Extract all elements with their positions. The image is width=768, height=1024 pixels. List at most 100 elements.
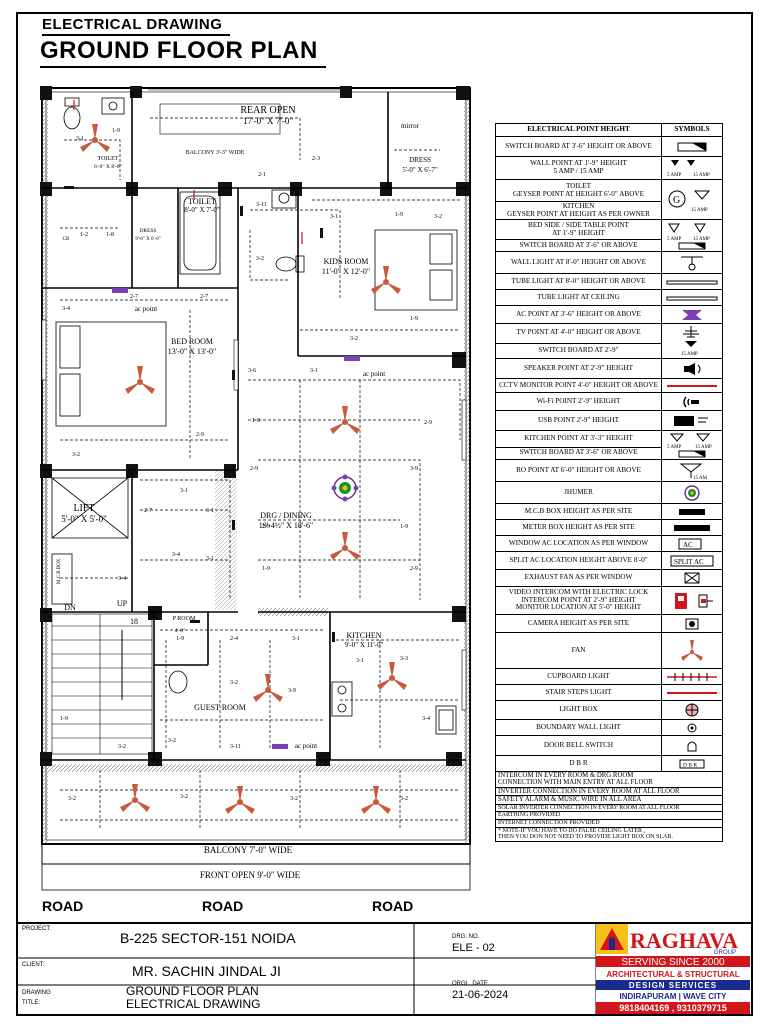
label-dn: DN: [64, 603, 76, 612]
room-balcony-rear: BALCONY 3'-3" WIDE: [186, 150, 245, 156]
project-label: PROJECT:: [22, 926, 52, 932]
legend-row: EXHAUST FAN AS PER WINDOW: [495, 569, 662, 587]
legend-row: WALL LIGHT AT 8'-0" HEIGHT OR ABOVE: [495, 251, 662, 274]
light-box-icon: [685, 703, 699, 717]
legend-row: BED SIDE / SIDE TABLE POINT AT 1'-9" HEI…: [495, 219, 662, 240]
svg-text:3-11: 3-11: [256, 202, 267, 208]
label-mcb-box: M.C.B BOX: [57, 558, 62, 584]
legend-row: TUBE LIGHT AT 8'-0" HEIGHT OR ABOVE: [495, 273, 662, 290]
svg-text:3-2: 3-2: [180, 794, 188, 800]
legend-row: USB POINT 2'-9" HEIGHT: [495, 410, 662, 431]
legend-row: SPEAKER POINT AT 2'-9" HEIGHT: [495, 358, 662, 379]
svg-text:5 AMP: 5 AMP: [667, 237, 682, 242]
label-up: UP: [117, 599, 128, 608]
orgl-date-label: ORGL. DATE: [452, 981, 488, 987]
svg-text:15 AMP: 15 AMP: [691, 208, 708, 213]
door-bell-icon: [687, 741, 697, 751]
room-kids-dim: 11'-0" X 12'-0": [322, 267, 370, 276]
drawing-subtitle: ELECTRICAL DRAWING: [42, 16, 223, 33]
legend-header-height: ELECTRICAL POINT HEIGHT: [495, 123, 662, 137]
svg-text:3-1: 3-1: [180, 488, 188, 494]
legend-row: METER BOX HEIGHT AS PER SITE: [495, 519, 662, 536]
svg-text:3-9: 3-9: [410, 466, 418, 472]
room-rear-open: REAR OPEN: [240, 105, 295, 116]
raghava-logo-graphic: RAGHAVA GROUP SERVING SINCE 2000 ARCHITE…: [596, 924, 750, 1014]
room-toilet-2-dim: 8'-0" X 7'-0": [184, 206, 220, 214]
svg-text:15 AMP: 15 AMP: [695, 445, 712, 450]
svg-text:3-4: 3-4: [422, 716, 430, 722]
svg-text:3-4: 3-4: [172, 552, 180, 558]
legend-row: TOILET GEYSER POINT AT HEIGHT 6'-0" ABOV…: [495, 179, 662, 202]
room-guest: GUEST ROOM: [194, 703, 246, 712]
room-kitchen: KITCHEN: [346, 631, 381, 640]
stair-steps-light-icon: [667, 691, 717, 694]
svg-text:15 AMP: 15 AMP: [693, 476, 707, 480]
svg-text:3-1: 3-1: [292, 636, 300, 642]
legend-row: FAN: [495, 632, 662, 669]
legend-row: VIDEO INTERCOM WITH ELECTRIC LOCK INTERC…: [495, 586, 662, 615]
svg-text:1-9: 1-9: [395, 212, 403, 218]
svg-text:2-9: 2-9: [196, 432, 204, 438]
ceiling-tube-light-icon: [666, 296, 718, 300]
title-underline: [40, 66, 326, 68]
room-lift: LIFT: [73, 503, 94, 514]
svg-text:3-1: 3-1: [206, 508, 214, 514]
legend-row: BOUNDARY WALL LIGHT: [495, 719, 662, 736]
legend-note: EARTHING PROVIDED: [495, 811, 723, 821]
legend-row: LIGHT BOX: [495, 700, 662, 720]
split-ac-icon: SPLIT AC: [670, 555, 714, 566]
svg-text:3-1: 3-1: [76, 136, 84, 142]
exhaust-fan-icon: [684, 572, 700, 584]
room-kids: KIDS ROOM: [324, 257, 369, 266]
room-bed: BED ROOM: [171, 337, 213, 346]
svg-text:3-2: 3-2: [68, 796, 76, 802]
drawing-label: DRAWING: [22, 990, 51, 996]
svg-text:SPLIT AC: SPLIT AC: [674, 558, 704, 566]
label-ac-point-bed: ac point: [135, 305, 157, 313]
svg-text:3-11: 3-11: [230, 744, 241, 750]
dbr-icon: D B R: [679, 759, 705, 768]
legend-row: SWITCH BOARD AT 3'-6" OR ABOVE: [495, 239, 662, 252]
logo-phone: 9818404169 , 9310379715: [619, 1003, 727, 1013]
svg-text:3-2: 3-2: [400, 796, 408, 802]
logo-name: RAGHAVA: [630, 928, 738, 953]
project-value: B-225 SECTOR-151 NOIDA: [120, 930, 296, 946]
orgl-date-value: 21-06-2024: [452, 989, 509, 1001]
legend-row: SWITCH BOARD AT 2'-9": [495, 342, 662, 360]
svg-text:D B R: D B R: [683, 762, 697, 768]
room-balcony-front: BALCONY 7'-0" WIDE: [204, 845, 293, 855]
svg-text:3-9: 3-9: [288, 688, 296, 694]
label-ac-point-guest: ac point: [295, 742, 317, 750]
geyser-icon: G15 AMP: [668, 190, 711, 213]
legend-row: KITCHEN GEYSER POINT AT HEIGHT AS PER OW…: [495, 201, 662, 220]
svg-text:1-9: 1-9: [410, 316, 418, 322]
svg-text:3-1: 3-1: [356, 658, 364, 664]
svg-text:1-2: 1-2: [80, 232, 88, 238]
svg-text:1-9: 1-9: [252, 418, 260, 424]
legend-row: CCTV MONITOR POINT 4'-0" HEIGHT OR ABOVE: [495, 378, 662, 393]
svg-text:3-2: 3-2: [72, 452, 80, 458]
legend-row: M.C.B BOX HEIGHT AS PER SITE: [495, 503, 662, 520]
svg-text:3-2: 3-2: [350, 336, 358, 342]
svg-text:3-2: 3-2: [230, 680, 238, 686]
speaker-icon: [684, 362, 701, 375]
legend-note: INTERCOM IN EVERY ROOM & DRG ROOM CONNEC…: [495, 771, 723, 788]
legend-row: STAIR STEPS LIGHT: [495, 684, 662, 701]
jhumer-icon: [684, 484, 700, 501]
drawing-title-2: ELECTRICAL DRAWING: [126, 997, 261, 1011]
room-dress-2: DRESS: [139, 228, 156, 234]
legend-row: AC POINT AT 3'-6" HEIGHT OR ABOVE: [495, 305, 662, 324]
wifi-icon: [683, 396, 699, 407]
floor-plan: 3-11-9 2-12-3 1-21-8 3-113-2 3-11-9 3-21…: [40, 86, 471, 891]
svg-text:2-9: 2-9: [410, 566, 418, 572]
client-value: MR. SACHIN JINDAL JI: [132, 963, 281, 979]
room-p-room-dim: 4'-0": [175, 628, 186, 634]
mcb-box-icon: [679, 508, 705, 515]
room-rear-open-dim: 17'-0" X 7'-0": [243, 116, 293, 126]
legend-row: Wi-Fi POINT 2'-9" HEIGHT: [495, 392, 662, 411]
svg-text:3-2: 3-2: [256, 256, 264, 262]
room-toilet-2: TOILET: [188, 197, 216, 206]
window-ac-icon: AC: [678, 538, 702, 549]
svg-text:1-9: 1-9: [112, 128, 120, 134]
